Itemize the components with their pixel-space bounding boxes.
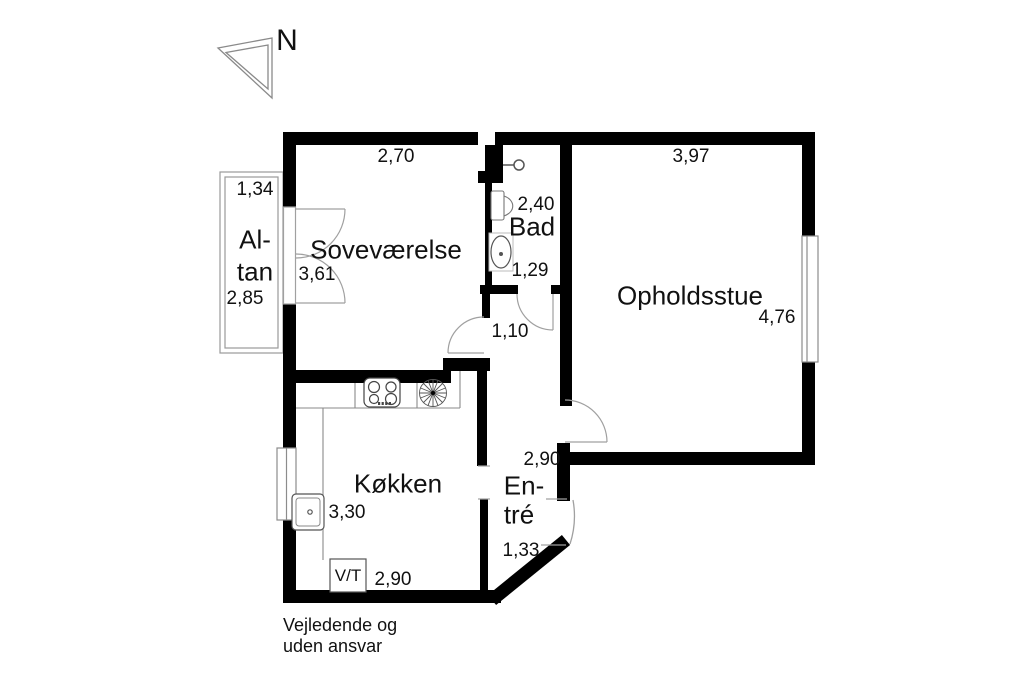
stove-icon xyxy=(363,377,401,408)
washer-box xyxy=(329,558,367,593)
livingroom-door xyxy=(564,399,608,443)
disclaimer-line1: Vejledende og xyxy=(283,615,398,635)
room-label-sovevaerelse: Soveværelse xyxy=(310,234,462,265)
dim-sovevaerelse-depth: 3,61 xyxy=(298,264,336,285)
north-arrow-icon xyxy=(216,37,273,100)
entrance-door xyxy=(541,498,576,546)
dim-altan-width: 1,34 xyxy=(236,179,274,200)
compass-label: N xyxy=(276,24,298,57)
room-label-opholdsstue: Opholdsstue xyxy=(617,280,763,311)
dim-koekken-width: 2,90 xyxy=(374,569,412,590)
dim-sovevaerelse-width: 2,70 xyxy=(377,146,415,167)
dim-bad-width: 2,40 xyxy=(517,194,555,215)
room-label-altan-line1: Al- xyxy=(239,224,271,255)
kitchen-counter xyxy=(296,371,461,560)
dim-entre-width: 2,90 xyxy=(523,449,561,470)
dim-entre-corridor: 1,10 xyxy=(491,321,529,342)
dim-koekken-depth: 3,30 xyxy=(328,502,366,523)
room-label-entre-line2: tré xyxy=(503,499,535,530)
dim-opholdsstue-depth: 4,76 xyxy=(758,307,796,328)
room-label-entre-line1: En- xyxy=(503,470,545,501)
extractor-fan-icon xyxy=(419,379,447,407)
kitchen-passage-jambs xyxy=(478,465,490,500)
bathroom-sink-icon xyxy=(488,232,514,272)
dim-bad-depth: 1,29 xyxy=(511,260,549,281)
room-label-koekken: Køkken xyxy=(353,468,443,499)
walls xyxy=(283,131,815,606)
kitchen-sink-icon xyxy=(291,493,325,531)
shower-icon xyxy=(503,159,525,171)
bedroom-door xyxy=(447,316,485,354)
balcony-door xyxy=(282,206,346,305)
toilet-icon xyxy=(490,190,514,221)
dim-opholdsstue-width: 3,97 xyxy=(672,146,710,167)
disclaimer-line2: uden ansvar xyxy=(283,636,383,656)
dim-entre-depth: 1,33 xyxy=(502,540,540,561)
room-label-bad: Bad xyxy=(508,211,556,242)
washer-label: V/T xyxy=(334,566,362,585)
dim-altan-depth: 2,85 xyxy=(226,288,264,309)
room-label-altan-line2: tan xyxy=(236,256,274,287)
bathroom-door xyxy=(516,293,554,331)
livingroom-window xyxy=(801,235,819,363)
